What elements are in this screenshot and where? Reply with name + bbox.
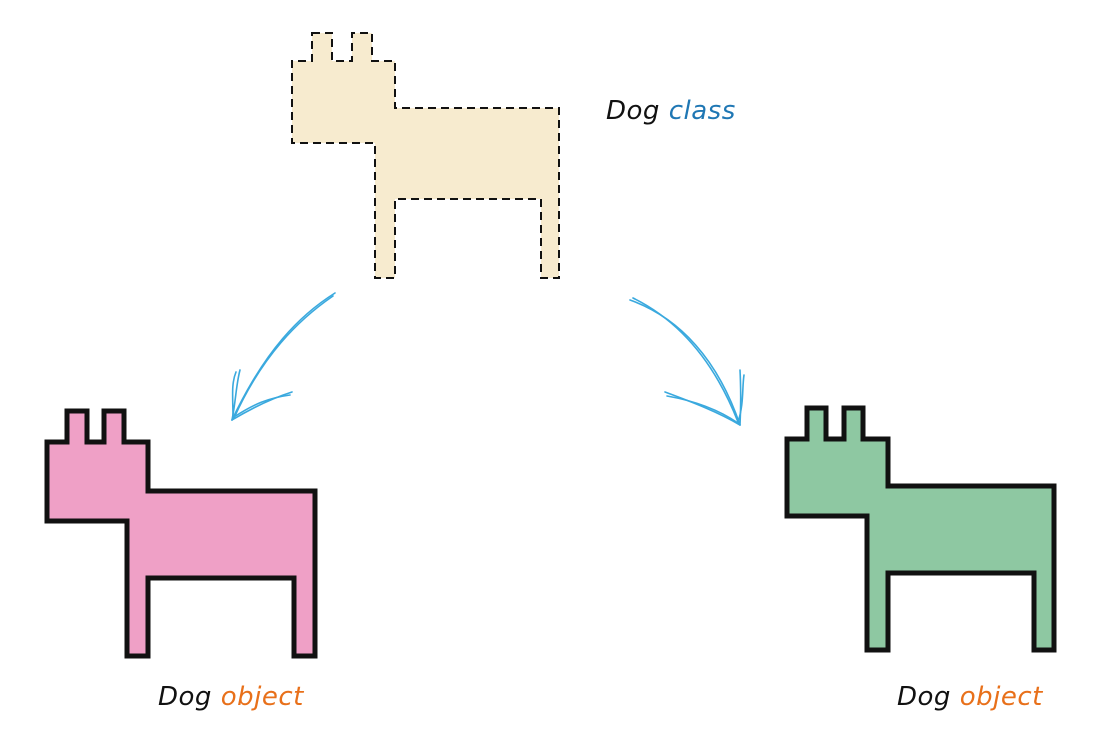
- object-left-label-name: Dog: [158, 682, 212, 712]
- object-dog-left-shape: [44, 408, 318, 659]
- object-right-label-kind: object: [959, 682, 1043, 712]
- object-left-label: Dog object: [158, 684, 304, 710]
- object-right-label: Dog object: [897, 684, 1043, 710]
- arrow-class-to-left-object: [231, 292, 336, 421]
- object-right-label-name: Dog: [897, 682, 951, 712]
- class-label-kind: class: [668, 96, 736, 126]
- arrow-class-to-right-object: [629, 297, 745, 426]
- class-label: Dog class: [606, 98, 736, 124]
- class-dog-shape: [291, 32, 560, 279]
- object-dog-right-shape: [784, 405, 1057, 653]
- object-left-label-kind: object: [220, 682, 304, 712]
- class-label-name: Dog: [606, 96, 660, 126]
